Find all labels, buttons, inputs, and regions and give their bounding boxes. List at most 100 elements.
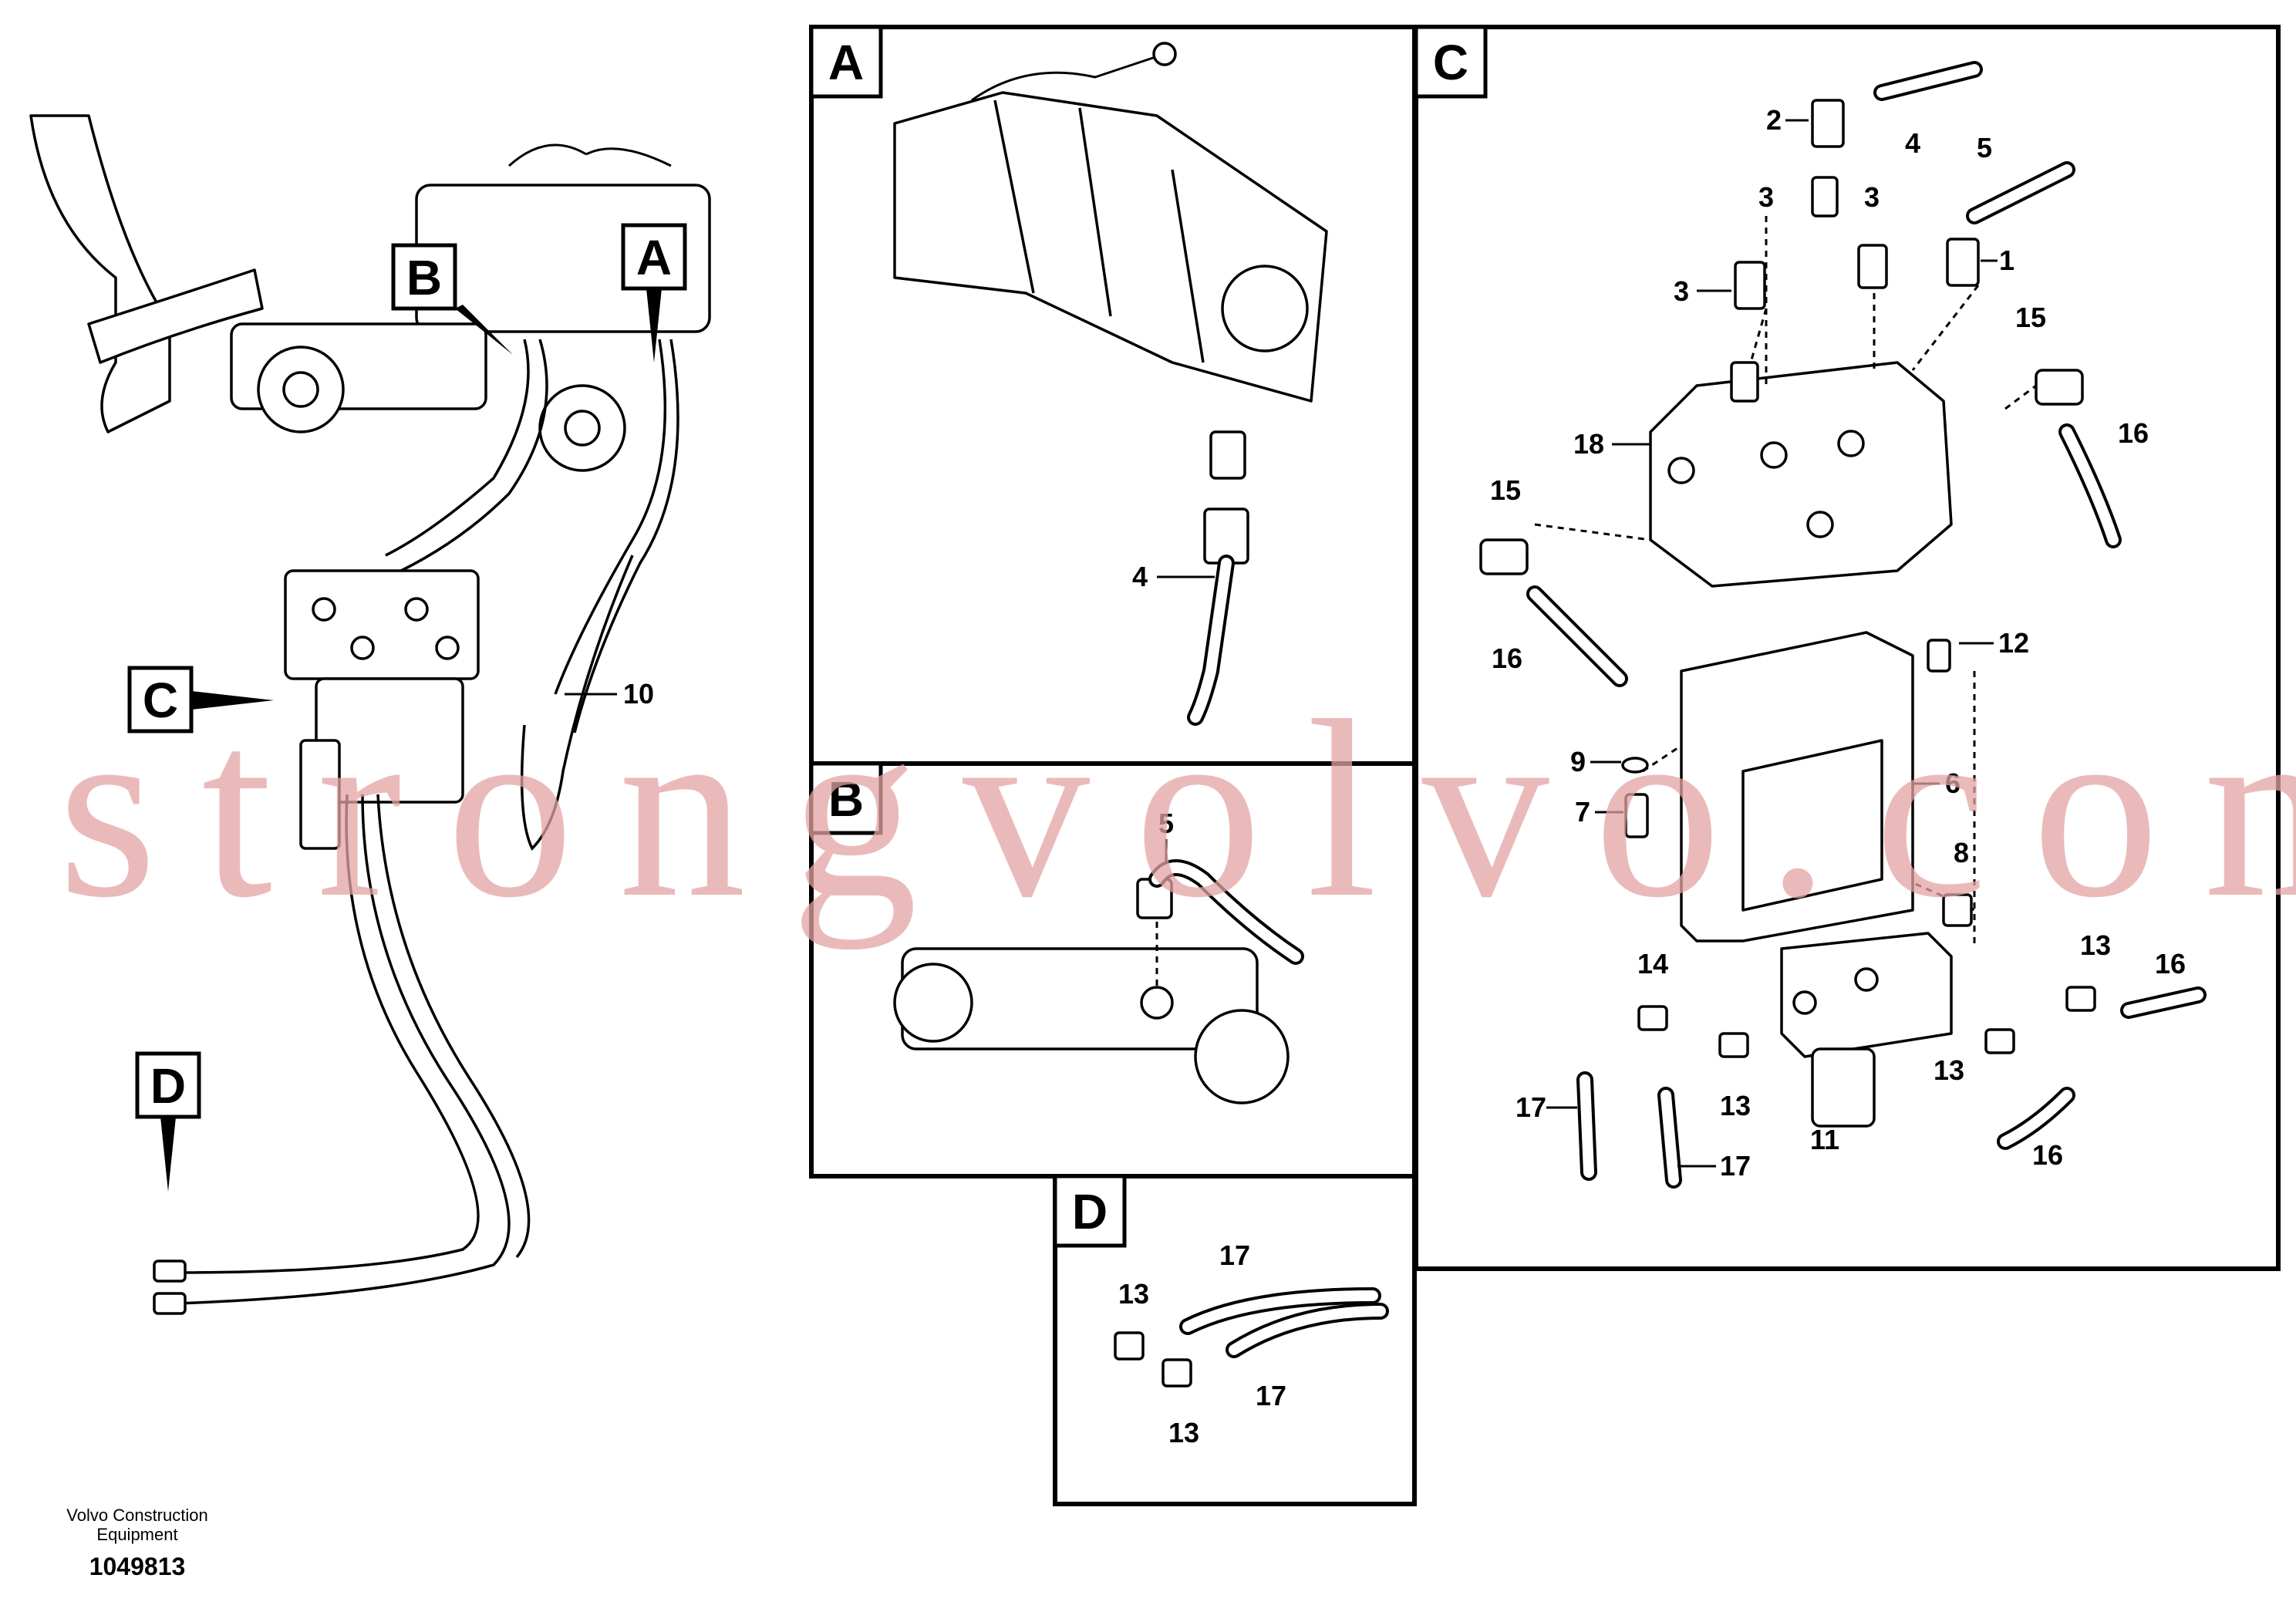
label-c-16-left: 16: [1492, 642, 1522, 674]
elbow-15-right: [2035, 369, 2084, 406]
port-4: [435, 636, 460, 660]
valve-fitting-top: [1730, 361, 1759, 403]
label-c-18: 18: [1573, 428, 1604, 460]
exhaust-pipe: [29, 114, 171, 433]
label-c-13-mid: 13: [1720, 1090, 1751, 1121]
sensor-wire: [507, 143, 587, 167]
svg-text:C: C: [143, 673, 178, 728]
footer-company-line2: Equipment: [96, 1525, 177, 1544]
elbow-2: [1811, 99, 1845, 148]
port-3: [404, 597, 429, 622]
bracket-6-window: [1741, 739, 1883, 912]
sensor-wire-2: [585, 147, 672, 167]
assembly-guides: [1534, 216, 2037, 949]
hose-end-1: [153, 1259, 187, 1283]
label-c-1: 1: [1999, 244, 2014, 276]
label-c-13-right: 13: [2080, 929, 2111, 961]
pilot-hose-2: [400, 339, 548, 572]
detail-a: A 4: [809, 25, 1417, 766]
valve-port-a: [1667, 457, 1695, 484]
label-10: 10: [565, 678, 654, 710]
valve-block-18: [1649, 361, 1953, 588]
label-c-14: 14: [1637, 948, 1668, 980]
svg-text:B: B: [406, 250, 442, 305]
adapter-3a: [1811, 176, 1839, 218]
detail-c-frame: [1414, 25, 2281, 1271]
label-c-8: 8: [1954, 837, 1969, 868]
label-d-17-bottom: 17: [1256, 1380, 1286, 1411]
pilot-hose-3: [554, 339, 667, 695]
detail-b-letter: B: [828, 771, 864, 827]
label-c-4: 4: [1905, 127, 1920, 159]
svg-text:A: A: [636, 230, 672, 285]
d-nipple-bottom: [1161, 1358, 1192, 1388]
flange-right-bore: [564, 410, 601, 447]
nipple-13-right: [2065, 986, 2096, 1012]
label-5: 5: [1158, 808, 1174, 839]
label-c-11: 11: [1810, 1124, 1839, 1155]
d-nipple-top: [1114, 1331, 1145, 1361]
detail-b: B 5: [809, 761, 1417, 1179]
watermark: strongvolvo.com: [58, 669, 2296, 950]
elbow-1: [1946, 238, 1980, 287]
detail-c-letter: C: [1433, 35, 1468, 90]
label-c-7: 7: [1575, 796, 1590, 828]
label-c-15-right: 15: [2015, 302, 2046, 333]
elbow-15-left: [1479, 538, 1529, 575]
label-c-3a: 3: [1758, 181, 1774, 213]
port-1: [312, 597, 336, 622]
nipple-13-mid: [1718, 1032, 1749, 1058]
footer-company-line1: Volvo Construction: [66, 1506, 207, 1525]
label-c-16-right: 16: [2118, 417, 2149, 449]
label-c-17-left: 17: [1515, 1091, 1546, 1123]
bracket-plate: [299, 739, 341, 850]
label-c-16-cut: 16: [2032, 1139, 2063, 1171]
bolt-8: [1942, 893, 1973, 927]
detail-a-tag: [809, 25, 883, 99]
label-c-3b: 3: [1864, 181, 1880, 213]
detail-d-letter: D: [1072, 1184, 1108, 1239]
pump-a-flange: [1221, 265, 1309, 352]
tag-c-overview[interactable]: C: [127, 666, 274, 733]
pump-a-sensor: [1152, 42, 1177, 66]
flange-left-bore: [282, 371, 319, 408]
port-2: [350, 636, 375, 660]
detail-c-tag: [1414, 25, 1488, 99]
drawing-number: 1049813: [89, 1553, 186, 1580]
detail-c: C: [1414, 25, 2281, 1271]
label-c-9: 9: [1570, 746, 1586, 777]
nipple-14: [1637, 1005, 1668, 1031]
washer-9: [1621, 757, 1649, 774]
pump-a-wire: [971, 52, 1165, 102]
pump-a: [893, 91, 1328, 403]
valve-port-b: [1760, 441, 1788, 469]
overview-assembly: [29, 114, 711, 1315]
detail-d: D 13 17 13 17: [1053, 1174, 1417, 1506]
pipe-joint: [87, 268, 264, 364]
screw-12: [1927, 639, 1951, 673]
label-d-13-bottom: 13: [1168, 1417, 1199, 1448]
label-c-15-left: 15: [1490, 474, 1521, 506]
long-hose-1: [177, 794, 480, 1274]
detail-b-tag: [809, 761, 883, 835]
tag-d-overview[interactable]: D: [135, 1051, 201, 1192]
loop-hose-10: [520, 555, 634, 851]
pilot-hose-4: [573, 339, 679, 733]
detail-d-frame: [1053, 1174, 1417, 1506]
tag-b-overview[interactable]: B: [391, 243, 513, 355]
valve-port-c: [1837, 430, 1865, 457]
adapter-3c: [1734, 261, 1766, 310]
tag-a-overview[interactable]: A: [621, 223, 687, 363]
solenoid-coil: [1811, 1047, 1876, 1128]
bolt-7: [1624, 793, 1649, 838]
label-c-17-mid: 17: [1720, 1150, 1751, 1182]
label-c-3c: 3: [1674, 275, 1689, 307]
label-c-12: 12: [1998, 627, 2029, 659]
label-c-16-low: 16: [2155, 948, 2186, 980]
pump-b-flange-right: [1194, 1009, 1290, 1104]
label-c-13-low: 13: [1934, 1054, 1964, 1086]
pilot-hose-1: [385, 339, 530, 557]
label-d-17-top: 17: [1219, 1239, 1250, 1271]
long-hose-2: [177, 794, 511, 1305]
